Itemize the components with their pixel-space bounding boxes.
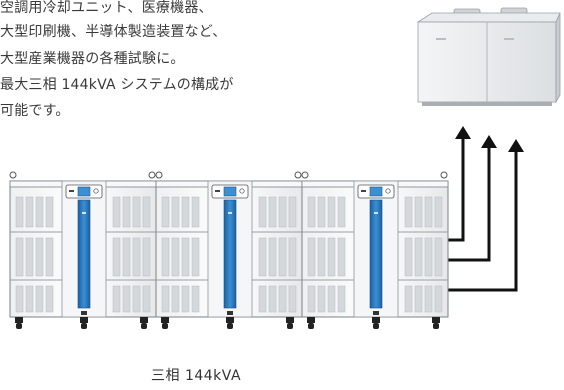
system-caption: 三相 144kVA xyxy=(151,368,242,384)
cable-arrows xyxy=(446,138,518,292)
arrow-up-icon xyxy=(455,126,471,139)
cooling-unit xyxy=(416,7,561,106)
arrow-up-icon xyxy=(481,135,497,148)
power-supply-unit xyxy=(9,171,157,329)
power-supply-unit xyxy=(301,171,449,330)
power-supply-unit xyxy=(155,171,303,330)
description-line-1: 空調用冷却ユニット、医療機器、 xyxy=(0,0,213,16)
description-line-2: 大型印刷機、半導体製造装置など、 xyxy=(0,24,227,40)
description-line-5: 可能です。 xyxy=(0,103,70,119)
arrow-up-icon xyxy=(508,139,524,152)
description-line-3: 大型産業機器の各種試験に。 xyxy=(0,51,185,67)
description-line-4: 最大三相 144kVA システムの構成が xyxy=(0,77,234,93)
